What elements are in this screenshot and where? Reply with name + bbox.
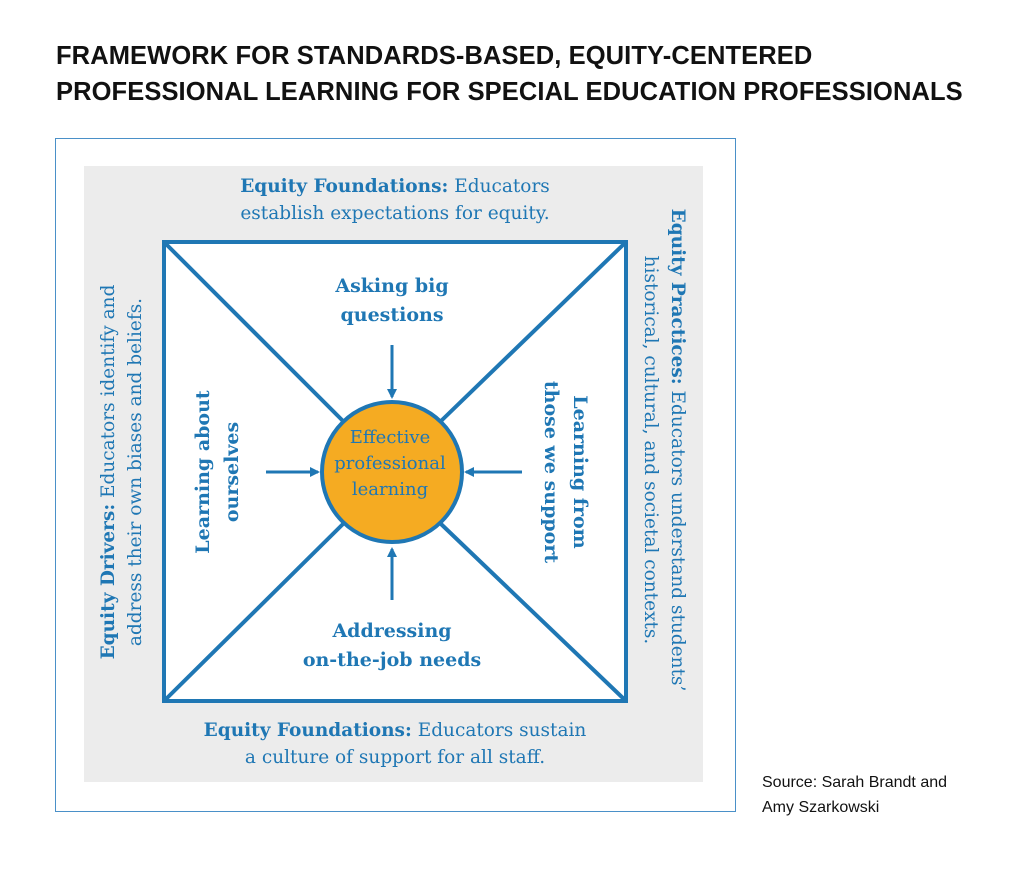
center-label: Effective professional learning (323, 425, 457, 503)
diagram-title: FRAMEWORK FOR STANDARDS-BASED, EQUITY-CE… (56, 38, 1006, 110)
inner-right-line-1: Learning from (569, 395, 591, 549)
bottom-edge-text-2: a culture of support for all staff. (244, 747, 546, 768)
right-edge-label: Equity Practices: Educators understand s… (637, 209, 691, 692)
left-edge-heading: Equity Drivers: (98, 503, 119, 660)
inner-right-label: Learning from those we support (536, 381, 594, 563)
source-credit: Source: Sarah Brandt and Amy Szarkowski (762, 770, 1002, 820)
right-edge-heading: Equity Practices: (667, 208, 688, 385)
bottom-edge-heading: Equity Foundations: (203, 720, 412, 741)
diagonal-top-left (162, 240, 345, 423)
inner-top-line-1: Asking big (335, 275, 449, 297)
inner-right-line-2: those we support (540, 380, 562, 564)
diagonal-bottom-right (439, 522, 628, 703)
center-circle (320, 400, 464, 544)
bottom-edge-text-1: Educators sustain (411, 720, 587, 741)
diagram-frame (55, 138, 736, 812)
center-line-1: Effective (349, 427, 431, 448)
top-edge-label: Equity Foundations: Educators establish … (180, 173, 610, 227)
center-line-3: learning (351, 479, 429, 500)
top-edge-text-1: Educators (448, 176, 550, 197)
inner-left-label: Learning about ourselves (189, 390, 247, 553)
title-line-2: PROFESSIONAL LEARNING FOR SPECIAL EDUCAT… (56, 78, 963, 106)
title-line-1: FRAMEWORK FOR STANDARDS-BASED, EQUITY-CE… (56, 42, 813, 70)
inner-left-line-2: ourselves (221, 421, 243, 523)
inner-top-line-2: questions (340, 304, 444, 326)
right-edge-text-2: historical, cultural, and societal conte… (640, 255, 661, 645)
left-edge-text-1: Educators identify and (98, 284, 119, 504)
top-edge-heading: Equity Foundations: (240, 176, 449, 197)
right-edge-text-1: Educators understand students’ (667, 384, 688, 692)
center-line-2: professional (334, 453, 446, 474)
inner-left-line-1: Learning about (192, 390, 214, 554)
inner-bottom-line-1: Addressing (332, 620, 452, 642)
top-edge-text-2: establish expectations for equity. (240, 203, 550, 224)
bottom-edge-label: Equity Foundations: Educators sustain a … (150, 717, 640, 771)
diagonal-top-right (439, 240, 628, 423)
diagonal-bottom-left (162, 522, 345, 703)
inner-top-label: Asking big questions (312, 272, 472, 330)
inner-bottom-line-2: on-the-job needs (302, 649, 482, 671)
source-line-2: Amy Szarkowski (762, 799, 880, 816)
inner-bottom-label: Addressing on-the-job needs (292, 617, 492, 675)
left-edge-label: Equity Drivers: Educators identify and a… (95, 285, 149, 660)
left-edge-text-2: address their own biases and beliefs. (125, 297, 146, 647)
source-line-1: Source: Sarah Brandt and (762, 774, 948, 791)
